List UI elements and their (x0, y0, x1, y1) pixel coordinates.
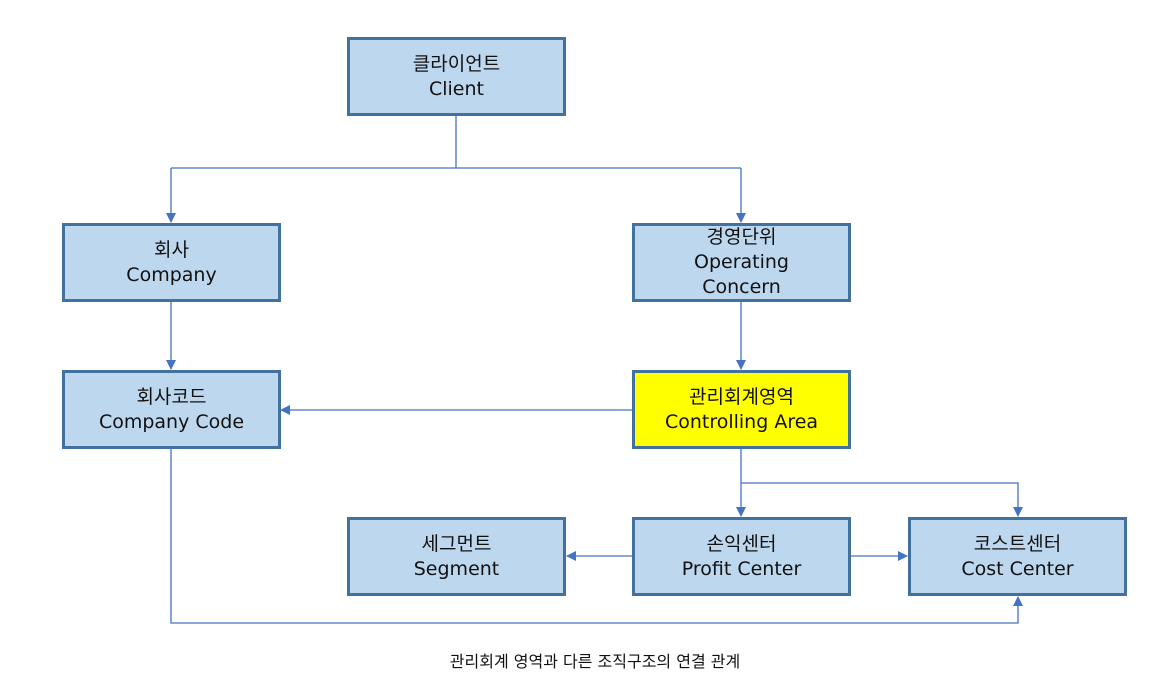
node-costc-ko: 코스트센터 (973, 532, 1062, 555)
node-oc-en2: Concern (702, 276, 781, 298)
node-company-en: Company (126, 263, 217, 286)
node-segment: 세그먼트 Segment (347, 517, 566, 596)
node-cc-en: Company Code (98, 410, 245, 433)
node-pc-ko: 손익센터 (706, 532, 777, 555)
node-segment-ko: 세그먼트 (421, 532, 492, 555)
node-pc-en: Profit Center (681, 557, 802, 580)
node-client-en: Client (428, 77, 484, 100)
node-oc-ko: 경영단위 (706, 226, 777, 248)
node-client: 클라이언트 Client (347, 37, 566, 116)
node-segment-en: Segment (413, 557, 500, 580)
node-cost-center: 코스트센터 Cost Center (908, 517, 1127, 596)
node-cc-ko: 회사코드 (136, 385, 207, 408)
node-oc-en: Operating (694, 251, 789, 273)
node-company-code: 회사코드 Company Code (62, 370, 281, 449)
node-ca-en: Controlling Area (664, 410, 819, 433)
node-costc-en: Cost Center (961, 557, 1074, 580)
connector-client-split (171, 115, 741, 169)
node-client-ko: 클라이언트 (412, 52, 501, 75)
connector-ca-cost-center (741, 482, 1023, 517)
connector-companycode-cost-center (170, 449, 1023, 624)
node-company-ko: 회사 (154, 238, 189, 261)
node-company: 회사 Company (62, 223, 281, 302)
node-controlling-area: 관리회계영역 Controlling Area (632, 370, 851, 449)
diagram-caption: 관리회계 영역과 다른 조직구조의 연결 관계 (449, 652, 741, 671)
node-operating-concern: 경영단위 Operating Concern (632, 223, 851, 302)
node-ca-ko: 관리회계영역 (689, 385, 794, 408)
node-profit-center: 손익센터 Profit Center (632, 517, 851, 596)
